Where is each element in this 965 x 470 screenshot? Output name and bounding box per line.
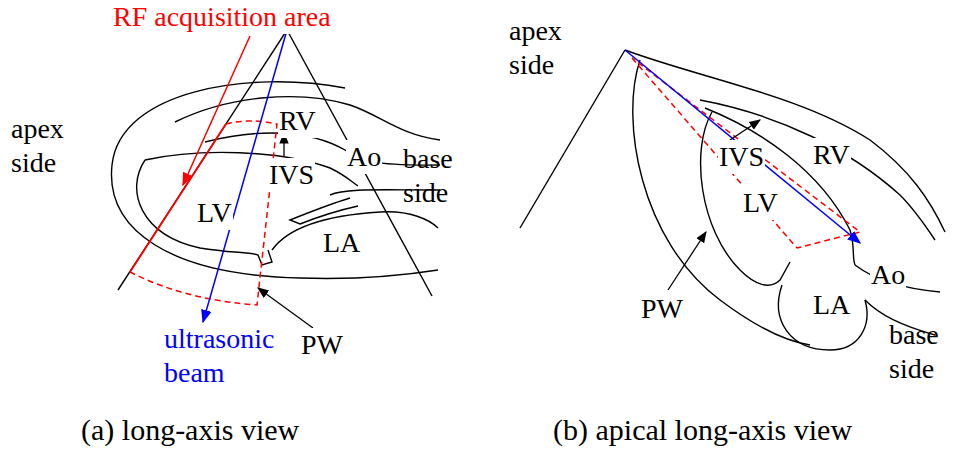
anatomy-label: IVS (268, 158, 315, 192)
anatomy-label: IVS (718, 140, 765, 174)
anatomy-label: base side (888, 318, 960, 385)
anatomy-label: base side (402, 142, 484, 209)
anatomy-label: LV (196, 196, 233, 230)
anatomy-label: LV (742, 186, 779, 220)
anatomy-label: PW (640, 292, 684, 326)
anatomy-label: ultrasonic beam (163, 322, 305, 389)
anatomy-label: Ao (870, 258, 906, 292)
anatomy-label: Ao (346, 140, 382, 174)
anatomy-label: RV (278, 104, 317, 138)
anatomy-label: apex side (10, 112, 92, 179)
panel-caption: (a) long-axis view (80, 412, 300, 448)
anatomy-label: apex side (508, 14, 590, 81)
panel-caption: (b) apical long-axis view (552, 412, 853, 448)
anatomy-label: RV (812, 138, 851, 172)
anatomy-label: PW (300, 328, 344, 362)
anatomy-label: LA (322, 226, 361, 260)
anatomy-label: RF acquisition area (112, 0, 332, 34)
anatomy-label: LA (812, 288, 851, 322)
